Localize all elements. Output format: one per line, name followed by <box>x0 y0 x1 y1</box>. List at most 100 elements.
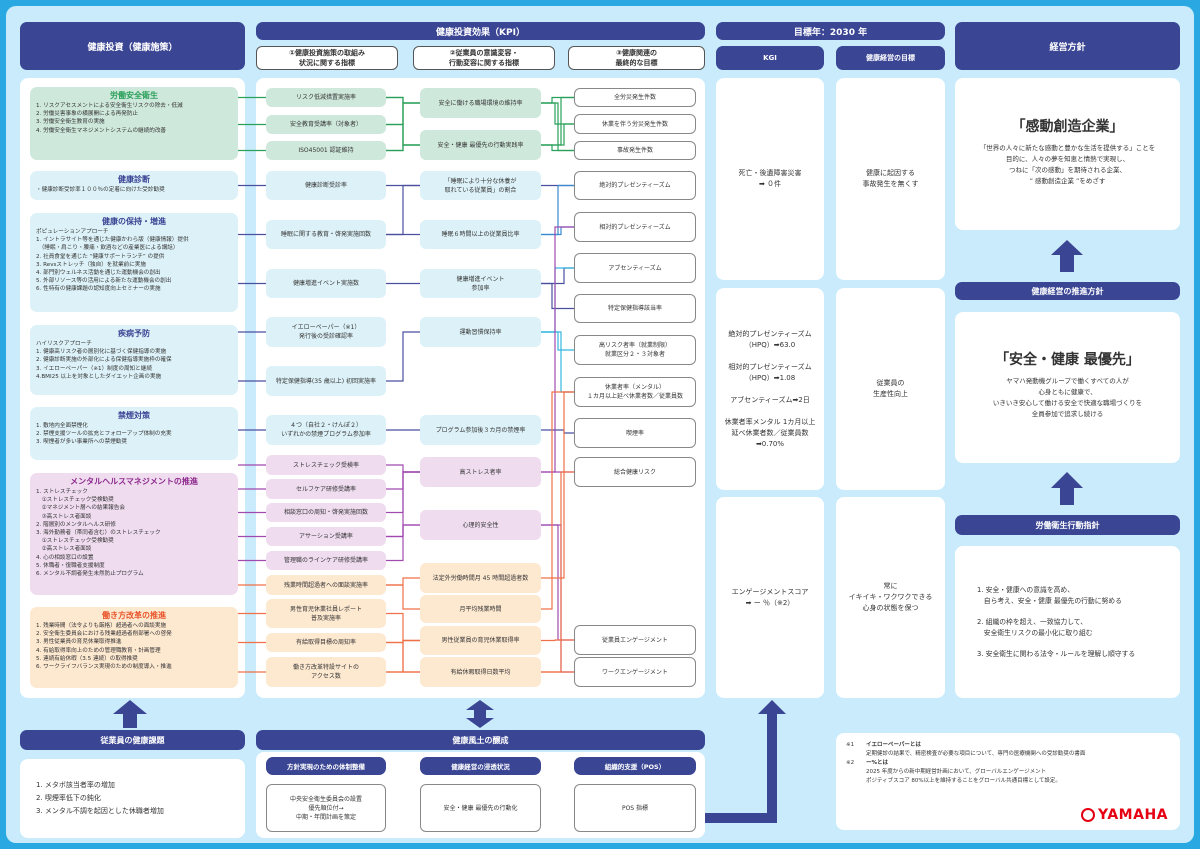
kpi-measure-box: 健康増進イベント実施数 <box>266 269 386 298</box>
action-item: 3. 安全衛生に関わる法令・ルールを理解し順守する <box>977 649 1136 658</box>
policy-section: 労働安全衛生 1. リスクアセスメントによる安全衛生リスクの除去・低減 2. 労働災… <box>30 87 238 160</box>
header-health-goal: 健康経営の目標 <box>836 46 945 70</box>
promotion-header: 健康経営の推進方針 <box>955 282 1180 300</box>
kpi-outcome-box: 総合健康リスク <box>574 457 696 487</box>
note-2-mark: ※2 <box>846 760 855 766</box>
kpi-behavior-box: 健康増進イベント 参加率 <box>420 269 541 298</box>
culture-col-3-text: POS 指標 <box>574 784 696 832</box>
kpi-outcome-box: 特定保健指導該当率 <box>574 294 696 323</box>
culture-col-1-text: 中央安全衛生委員会の設置 優先順位付→ 中期・年間計画を策定 <box>266 784 386 832</box>
header-management-policy: 経営方針 <box>955 22 1180 70</box>
section-title: 労働安全衛生 <box>110 91 158 100</box>
kpi-measure-box: 特定保健指導(35 歳以上) 初回実施率 <box>266 366 386 396</box>
section-item: ②高ストレス者面談 <box>36 546 92 553</box>
section-item: 5. 休職者・復職者支援制度 <box>36 562 105 569</box>
section-item: 4. 有給取得率向上のための管理職教育・計画管理 <box>36 647 161 654</box>
promotion-box: 「安全・健康 最優先」 ヤマハ発動機グループで働くすべての人が 心身ともに健康で… <box>955 312 1180 463</box>
connector-line <box>541 96 574 104</box>
connector-line <box>541 102 574 152</box>
kpi-behavior-box: 安全に働ける職場環境の維持率 <box>420 88 541 118</box>
section-item: 3. 男性従業員の育児休業取得推進 <box>36 639 122 646</box>
section-item: ①ストレスチェック受検勧奨 <box>36 538 114 545</box>
connector-line <box>386 584 420 610</box>
policy-section: 健康診断・健康診断受診率１００％の定着に向けた受診勧奨 <box>30 171 238 200</box>
logo-text: YAMAHA <box>1098 806 1168 823</box>
section-item: 2. 禁煙支援ツールの拡充とフォローアップ体制の充実 <box>36 431 172 438</box>
culture-header: 健康風土の醸成 <box>256 730 705 750</box>
culture-col-2-title: 健康経営の浸透状況 <box>420 757 541 775</box>
connector-line <box>541 226 574 473</box>
section-item: 1. 健康高リスク者の層別化に基づく保健指導の実施 <box>36 349 167 356</box>
section-title: メンタルヘルスマネジメントの推進 <box>70 477 198 486</box>
kpi-outcome-box: 休業者率（メンタル） １カ月以上延べ休業者数／従業員数 <box>574 377 696 407</box>
note-1-mark: ※1 <box>846 742 855 748</box>
kpi-measure-box: 残業時間超過者への面談実施率 <box>266 575 386 595</box>
tuning-fork-emblem-icon <box>1081 808 1096 822</box>
policy-box: 「感動創造企業」 「世界の人々に新たな感動と豊かな生活を提供する」ことを 目的に… <box>955 78 1180 230</box>
action-box: 1. 安全・健康への意識を高め、 自ら考え、安全・健康 最優先の行動に努める 2… <box>955 546 1180 698</box>
section-title: 疾病予防 <box>118 329 150 338</box>
header-kpi: 健康投資効果（KPI） <box>256 22 705 40</box>
promotion-text: ヤマハ発動機グループで働くすべての人が 心身ともに健康で、 いきいき安心して働け… <box>992 377 1143 418</box>
section-item: ②マネジメント層への結果報告会 <box>36 505 125 512</box>
section-item: 1. イントラサイト等を通じた健康かわら版（健康情報）提供 <box>36 237 189 244</box>
connector-line <box>386 144 420 152</box>
kpi-measure-box: ４つ（自社２・けんぽ２） いずれかの禁煙プログラム参加率 <box>266 415 386 445</box>
goal-2: 従業員の 生産性向上 <box>836 288 945 490</box>
section-title: 健康の保持・増進 <box>102 217 166 226</box>
section-item: 4. 労働安全衛生マネジメントシステムの継続的改善 <box>36 127 167 134</box>
connector-line <box>386 123 420 146</box>
kpi-outcome-box: 休業を伴う労災発生件数 <box>574 114 696 134</box>
section-title: 禁煙対策 <box>118 411 150 420</box>
kpi-measure-box: 相談窓口の周知・啓発実施回数 <box>266 503 386 522</box>
connector-line <box>386 184 420 236</box>
kpi-measure-box: 睡眠に関する教育・啓発実施回数 <box>266 220 386 249</box>
kpi-measure-box: ISO45001 認証維持 <box>266 141 386 160</box>
section-item: 6. ワークライフバランス実現のための制度導入・推進 <box>36 664 172 671</box>
header-health-investment: 健康投資（健康施策） <box>20 22 245 70</box>
kpi-measure-box: 有給取得目標の周知率 <box>266 633 386 652</box>
action-header: 労働衛生行動指針 <box>955 515 1180 535</box>
section-item: 2. 階層別のメンタルヘルス研修 <box>36 521 116 528</box>
issue-item: 3. メンタル不調を起因とした休職者増加 <box>36 807 164 815</box>
kpi-behavior-box: 「睡眠により十分な休養が 取れている従業員」の割合 <box>420 171 541 200</box>
section-subtitle: ポピュレーションアプローチ <box>36 229 109 235</box>
issue-item: 2. 喫煙率低下の鈍化 <box>36 794 101 802</box>
culture-col-3-title: 組織的支援（POS） <box>574 757 696 775</box>
connector-line <box>386 331 420 382</box>
connector-line <box>386 577 420 586</box>
note-1-title: イエローペーパーとは <box>866 742 921 748</box>
section-item: 4.BMI25 以上を対象としたダイエット企画の実施 <box>36 373 162 380</box>
header-kgi: KGI <box>716 46 824 70</box>
kpi-subheader-1: ①健康投資施策の取組み 状況に関する指標 <box>256 46 398 70</box>
kpi-behavior-box: 運動習慣保持率 <box>420 317 541 347</box>
section-item: 5. 連続有給休暇（3.5 連続）の取得推奨 <box>36 655 138 662</box>
kpi-measure-box: 健康診断受診率 <box>266 171 386 200</box>
kpi-outcome-box: 相対的プレゼンティーズム <box>574 212 696 242</box>
section-item: 3. 海外勤務者（帯同者含む）のストレスチェック <box>36 530 161 537</box>
kpi-measure-box: アサーション受講率 <box>266 527 386 546</box>
culture-col-2-text: 安全・健康 最優先の行動化 <box>420 784 541 832</box>
kpi-behavior-box: 睡眠６時間以上の従業員比率 <box>420 220 541 249</box>
kpi-outcome-box: 全労災発生件数 <box>574 88 696 107</box>
section-item: 3. 喫煙者が多い事業所への禁煙勧奨 <box>36 439 128 446</box>
section-item: 4. 部門別ウェルネス活動を通じた運動機会の創出 <box>36 270 161 277</box>
goal-3: 常に イキイキ・ワクワクできる 心身の状態を保つ <box>836 497 945 698</box>
connector-line <box>541 267 574 333</box>
section-item: 1. リスクアセスメントによる安全衛生リスクの除去・低減 <box>36 103 183 109</box>
goal-1: 健康に起因する 事故発生を無くす <box>836 78 945 280</box>
section-item: 4. 心の相談窓口の設置 <box>36 554 94 561</box>
connector-line <box>541 471 574 673</box>
connector-line <box>541 391 574 610</box>
culture-col-1-title: 方針実現のための体制整備 <box>266 757 386 775</box>
section-title: 働き方改革の推進 <box>102 611 166 620</box>
header-target-year: 目標年：2030 年 <box>716 22 945 40</box>
section-item: ③高ストレス者面談 <box>36 513 92 520</box>
section-item: 3. Revsストレッチ（独自）を就業前に実施 <box>36 261 146 268</box>
connector-line <box>386 639 420 673</box>
action-item: 1. 安全・健康への意識を高め、 自ら考え、安全・健康 最優先の行動に努める <box>977 585 1122 605</box>
section-subtitle: ハイリスクアプローチ <box>36 341 92 347</box>
section-item: 2. 労働災害事象の横展開による再発防止 <box>36 111 139 118</box>
